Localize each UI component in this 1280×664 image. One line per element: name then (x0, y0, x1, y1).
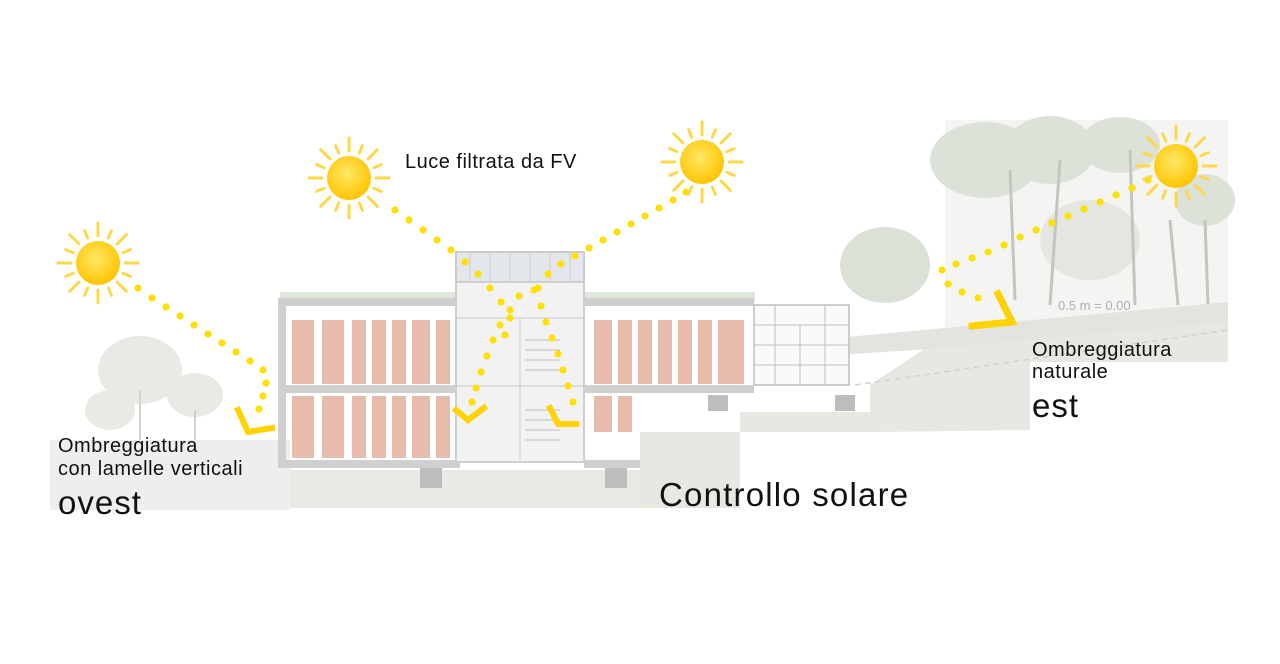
sun-ray (719, 179, 732, 192)
sun-ray (687, 128, 694, 139)
sun-ray (334, 201, 341, 212)
sun-icon (56, 221, 140, 305)
sun-icon (1134, 124, 1218, 208)
east-shading-line2: naturale (1032, 361, 1109, 383)
sun-icon (307, 136, 391, 220)
sun-ray (687, 185, 694, 196)
beam-west (134, 284, 270, 413)
vertical-louvers (292, 320, 450, 458)
diagram-title: Controllo solare (659, 476, 910, 513)
arrow-icon (968, 289, 1018, 330)
sun-ray (319, 148, 332, 161)
staircase (525, 339, 560, 441)
sun-ray (64, 248, 75, 255)
west-shading-line2: con lamelle verticali (58, 458, 244, 480)
sun-ray (121, 248, 132, 255)
sun-ray (1146, 136, 1159, 149)
sun-ray (725, 170, 736, 177)
beam-center-left (391, 206, 577, 406)
sun-ray (366, 148, 379, 161)
sun-ray (64, 271, 75, 278)
sun-ray (68, 280, 81, 293)
sun-ray (1199, 174, 1210, 181)
terrain (50, 302, 1229, 510)
sun-ray (106, 286, 113, 297)
sun-ray (366, 195, 379, 208)
elevation-mark: 0.5 m = 0.00 (1058, 298, 1131, 313)
sun-ray (83, 229, 90, 240)
solar-beams (134, 176, 1152, 436)
sun-ray (710, 128, 717, 139)
sun-ray (672, 179, 685, 192)
sun-ray (1193, 136, 1206, 149)
sun-ray (1146, 183, 1159, 196)
east-direction-label: est (1032, 387, 1080, 424)
arrow-icon (234, 406, 276, 436)
sun-ray (1184, 132, 1191, 143)
vertical-louvers (594, 320, 744, 432)
sun-ray (725, 147, 736, 154)
sun-ray (106, 229, 113, 240)
sun-ray (1184, 189, 1191, 200)
tree-icon (85, 336, 223, 430)
sun-ray (315, 163, 326, 170)
sun-ray (1161, 189, 1168, 200)
sun-ray (1142, 151, 1153, 158)
sun-ray (668, 170, 679, 177)
fv-light-label: Luce filtrata da FV (405, 151, 577, 173)
sun-ray (83, 286, 90, 297)
sun-icon (660, 120, 744, 204)
sun-ray (357, 144, 364, 155)
sun-ray (121, 271, 132, 278)
sun-ray (1199, 151, 1210, 158)
east-shading-line1: Ombreggiatura (1032, 339, 1172, 361)
sun-ray (115, 233, 128, 246)
sun-ray (319, 195, 332, 208)
sun-ray (668, 147, 679, 154)
west-shading-line1: Ombreggiatura (58, 435, 198, 457)
beam-center-right (468, 188, 690, 406)
sun-ray (315, 186, 326, 193)
tree-icon (840, 116, 1235, 303)
west-direction-label: ovest (58, 484, 142, 521)
sun-ray (710, 185, 717, 196)
sun-ray (357, 201, 364, 212)
sun-ray (68, 233, 81, 246)
sun-ray (115, 280, 128, 293)
sun-ray (672, 132, 685, 145)
sun-ray (1142, 174, 1153, 181)
sun-ray (372, 163, 383, 170)
sun-ray (372, 186, 383, 193)
sun-ray (1161, 132, 1168, 143)
sun-ray (719, 132, 732, 145)
arrow-icon (451, 403, 579, 427)
sun-ray (1193, 183, 1206, 196)
beam-east (938, 176, 1152, 302)
sun-ray (334, 144, 341, 155)
